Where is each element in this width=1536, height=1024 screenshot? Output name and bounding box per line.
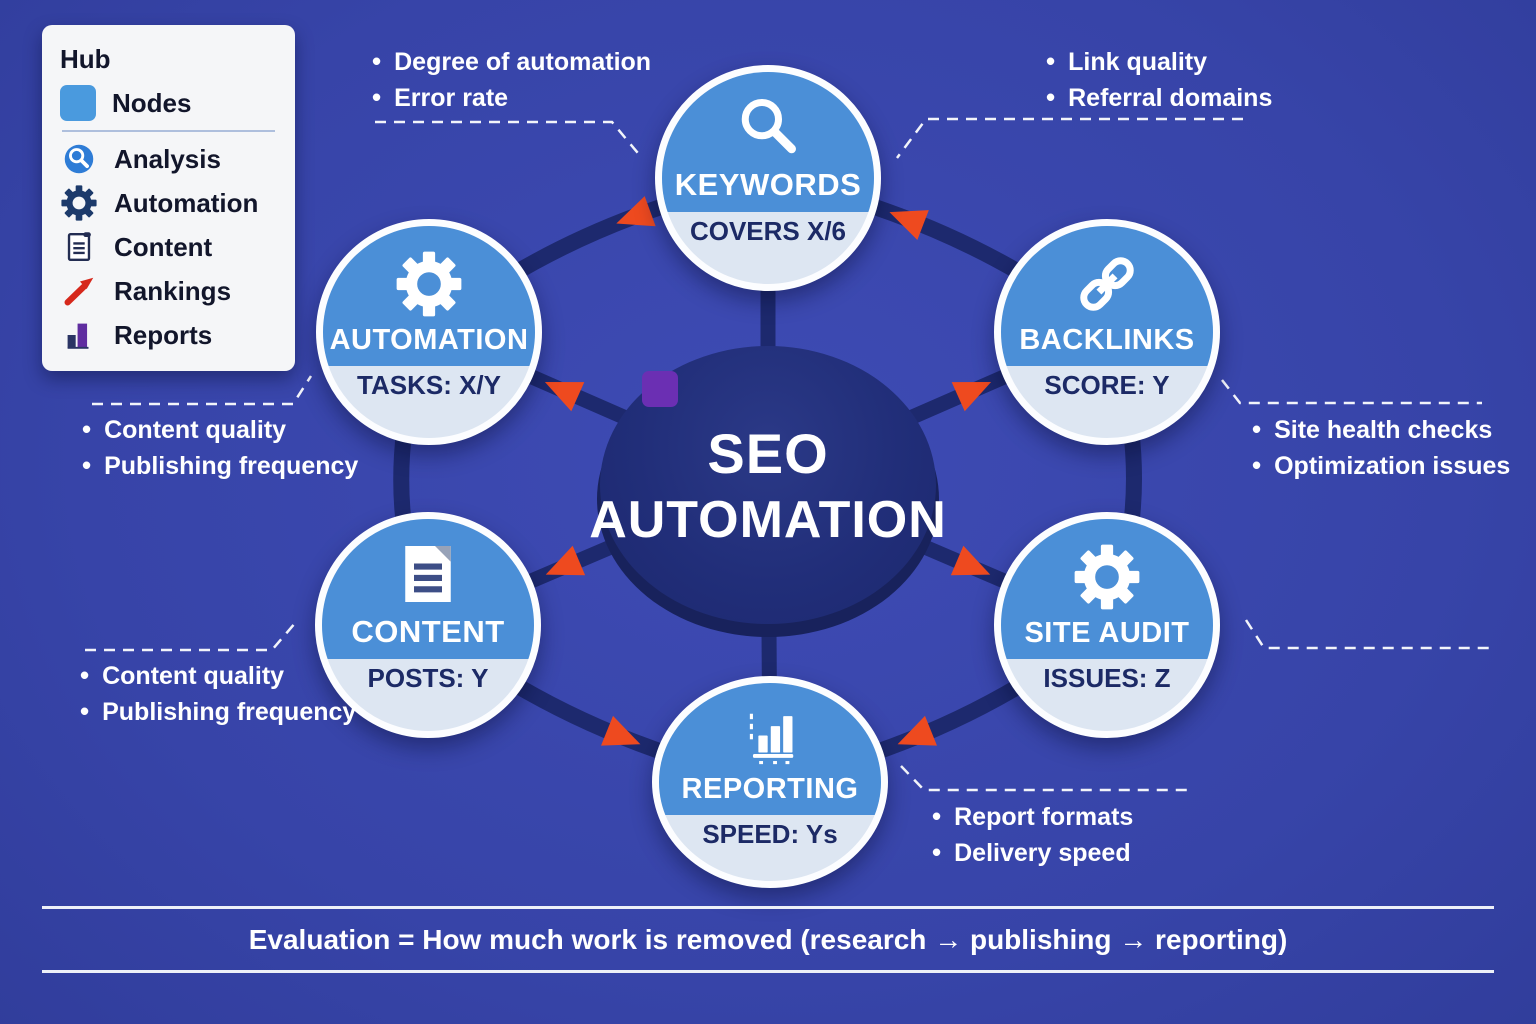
legend-label: Content bbox=[114, 231, 213, 262]
node-stat: POSTS: Y bbox=[367, 663, 489, 694]
document-icon bbox=[405, 546, 451, 603]
nodes-swatch bbox=[60, 85, 96, 121]
callout-item: Content quality bbox=[80, 658, 356, 694]
callout-item: Optimization issues bbox=[1252, 448, 1510, 484]
legend-row-analysis: Analysis bbox=[60, 137, 277, 181]
node-backlinks: BACKLINKS SCORE: Y bbox=[994, 219, 1220, 445]
flow-arrow bbox=[889, 210, 929, 240]
node-label: REPORTING bbox=[681, 772, 859, 805]
node-top: KEYWORDS bbox=[662, 72, 874, 213]
hub-swatch bbox=[642, 371, 678, 407]
chain-link-icon bbox=[1072, 249, 1142, 319]
node-top: REPORTING bbox=[659, 683, 881, 815]
node-label: AUTOMATION bbox=[329, 324, 529, 357]
callout-connectors bbox=[85, 117, 1492, 792]
node-stat: SCORE: Y bbox=[1044, 370, 1170, 401]
hub-title-line2: AUTOMATION bbox=[589, 490, 947, 549]
node-label: BACKLINKS bbox=[1019, 324, 1195, 357]
gear-icon bbox=[394, 249, 464, 319]
legend-label: Analysis bbox=[114, 143, 221, 174]
footer-divider-top bbox=[42, 906, 1494, 909]
flow-arrow bbox=[544, 382, 585, 412]
node-label: KEYWORDS bbox=[674, 167, 862, 203]
flow-arrow bbox=[950, 545, 991, 576]
callout-item: Publishing frequency bbox=[82, 448, 358, 484]
magnifier-icon bbox=[733, 92, 803, 162]
legend-label: Hub bbox=[60, 43, 111, 74]
legend-row-automation: Automation bbox=[60, 181, 277, 225]
callout-item: Content quality bbox=[82, 412, 358, 448]
callout-item: Delivery speed bbox=[932, 835, 1133, 871]
callout-item: Publishing frequency bbox=[80, 694, 356, 730]
node-label: CONTENT bbox=[351, 614, 505, 650]
callout-connector bbox=[900, 765, 1194, 792]
bar-chart-icon bbox=[749, 713, 794, 764]
legend-row-content: Content bbox=[60, 225, 277, 269]
legend-row-hub: Hub bbox=[60, 37, 678, 407]
legend-label: Automation bbox=[114, 187, 259, 218]
legend-divider bbox=[62, 130, 275, 132]
callout-keywords-left: Degree of automation Error rate bbox=[372, 44, 651, 116]
callout-automation: Content quality Publishing frequency bbox=[82, 412, 358, 484]
node-top: SITE AUDIT bbox=[1001, 519, 1213, 660]
hub-title-line1: SEO bbox=[707, 421, 829, 485]
node-reporting: REPORTING SPEED: Ys bbox=[652, 676, 888, 888]
gear-icon bbox=[60, 184, 98, 222]
callout-content: Content quality Publishing frequency bbox=[80, 658, 356, 730]
legend-label: Reports bbox=[114, 319, 213, 350]
node-keywords: KEYWORDS COVERS X/6 bbox=[655, 65, 881, 291]
gear-icon bbox=[1072, 542, 1142, 612]
legend-label: Rankings bbox=[114, 275, 232, 306]
node-stat: SPEED: Ys bbox=[702, 818, 838, 849]
legend-row-reports: Reports bbox=[60, 313, 277, 357]
flow-arrow bbox=[616, 196, 656, 227]
node-stat: ISSUES: Z bbox=[1043, 663, 1171, 694]
node-stat: TASKS: X/Y bbox=[357, 370, 501, 401]
footer-divider-bottom bbox=[42, 970, 1494, 973]
callout-keywords-right: Link quality Referral domains bbox=[1046, 44, 1272, 116]
legend-row-nodes: Nodes bbox=[60, 81, 277, 125]
callout-connector bbox=[85, 621, 297, 652]
legend-row-rankings: Rankings bbox=[60, 269, 277, 313]
node-site-audit: SITE AUDIT ISSUES: Z bbox=[994, 512, 1220, 738]
evaluation-note: Evaluation = How much work is removed (r… bbox=[248, 924, 1288, 955]
callout-connector bbox=[92, 375, 313, 406]
callout-connector bbox=[895, 117, 1243, 159]
node-top: AUTOMATION bbox=[323, 226, 535, 367]
callout-item: Site health checks bbox=[1252, 412, 1510, 448]
node-stat: COVERS X/6 bbox=[689, 216, 847, 247]
callout-backlinks: Site health checks Optimization issues bbox=[1252, 412, 1510, 484]
flow-arrow bbox=[545, 545, 586, 576]
flow-arrows bbox=[544, 196, 992, 746]
callout-item: Error rate bbox=[372, 80, 651, 116]
node-top: BACKLINKS bbox=[1001, 226, 1213, 367]
callout-item: Report formats bbox=[932, 799, 1133, 835]
callout-item: Referral domains bbox=[1046, 80, 1272, 116]
callout-connector bbox=[375, 120, 643, 159]
legend-label: Nodes bbox=[112, 87, 192, 118]
callout-item: Link quality bbox=[1046, 44, 1272, 80]
legend-panel: Hub Nodes Analysis Automation Content Ra… bbox=[42, 25, 678, 407]
rising-arrow-icon bbox=[60, 272, 98, 310]
scroll-icon bbox=[67, 231, 93, 262]
callout-reporting: Report formats Delivery speed bbox=[932, 799, 1133, 871]
magnifier-circle-icon bbox=[62, 142, 96, 176]
callout-item: Degree of automation bbox=[372, 44, 651, 80]
node-label: SITE AUDIT bbox=[1024, 617, 1190, 650]
node-top: CONTENT bbox=[322, 519, 534, 660]
flow-arrow bbox=[951, 382, 992, 412]
callout-connector bbox=[1244, 619, 1492, 650]
flow-arrow bbox=[601, 715, 641, 746]
bar-chart-icon bbox=[67, 323, 89, 349]
flow-arrow bbox=[897, 715, 937, 746]
node-automation: AUTOMATION TASKS: X/Y bbox=[316, 219, 542, 445]
callout-connector bbox=[1221, 379, 1482, 405]
